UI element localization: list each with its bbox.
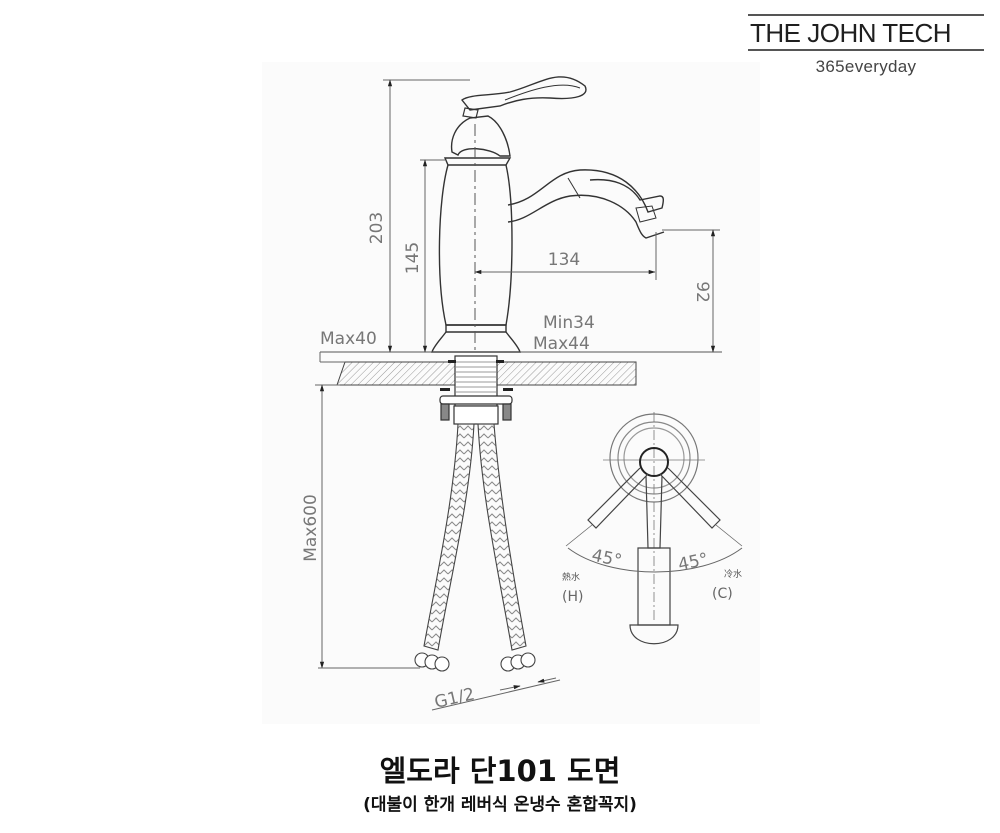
hot-water-label: (H) (562, 589, 583, 605)
cold-water-label: (C) (712, 586, 733, 602)
brand-logo: THE JOHN TECH 365everyday (748, 14, 984, 77)
hot-water-cn-label: 熱水 (562, 571, 580, 583)
brand-tagline: 365everyday (815, 57, 917, 76)
angle-hot-label: 45° (590, 546, 624, 572)
cold-water-cn-label: 冷水 (724, 568, 742, 580)
top-view-labels: 45° 45° 熱水 (H) 冷水 (C) (562, 546, 742, 605)
dim-total-height: 203 (367, 212, 387, 244)
drawing-title: 엘도라 단101 도면 (379, 754, 621, 788)
dim-deck-max: Max40 (320, 329, 377, 349)
mounting-shank (439, 355, 513, 425)
brand-top-rule (748, 14, 984, 16)
dim-body-height: 145 (403, 242, 423, 274)
dim-hole-max: Max44 (533, 334, 590, 354)
dimension-labels: 203 145 134 92 Min34 Max44 Max40 Max600 … (301, 212, 712, 713)
dimension-lines (315, 79, 720, 711)
dim-thread: G1/2 (433, 684, 477, 713)
dim-spout-height: 92 (692, 281, 712, 303)
brand-name: THE JOHN TECH (750, 18, 952, 48)
faucet-top-view (565, 412, 743, 645)
faucet-side-view (431, 76, 665, 353)
brand-bottom-rule (748, 49, 984, 51)
drawing-subtitle: (대불이 한개 레버식 온냉수 혼합꼭지) (363, 795, 637, 815)
angle-cold-label: 45° (676, 549, 710, 575)
dim-hole-min: Min34 (543, 313, 595, 333)
dim-hose-max: Max600 (301, 494, 321, 562)
braided-hoses (414, 423, 536, 672)
dim-spout-reach: 134 (548, 250, 580, 270)
countertop-section (320, 351, 722, 386)
